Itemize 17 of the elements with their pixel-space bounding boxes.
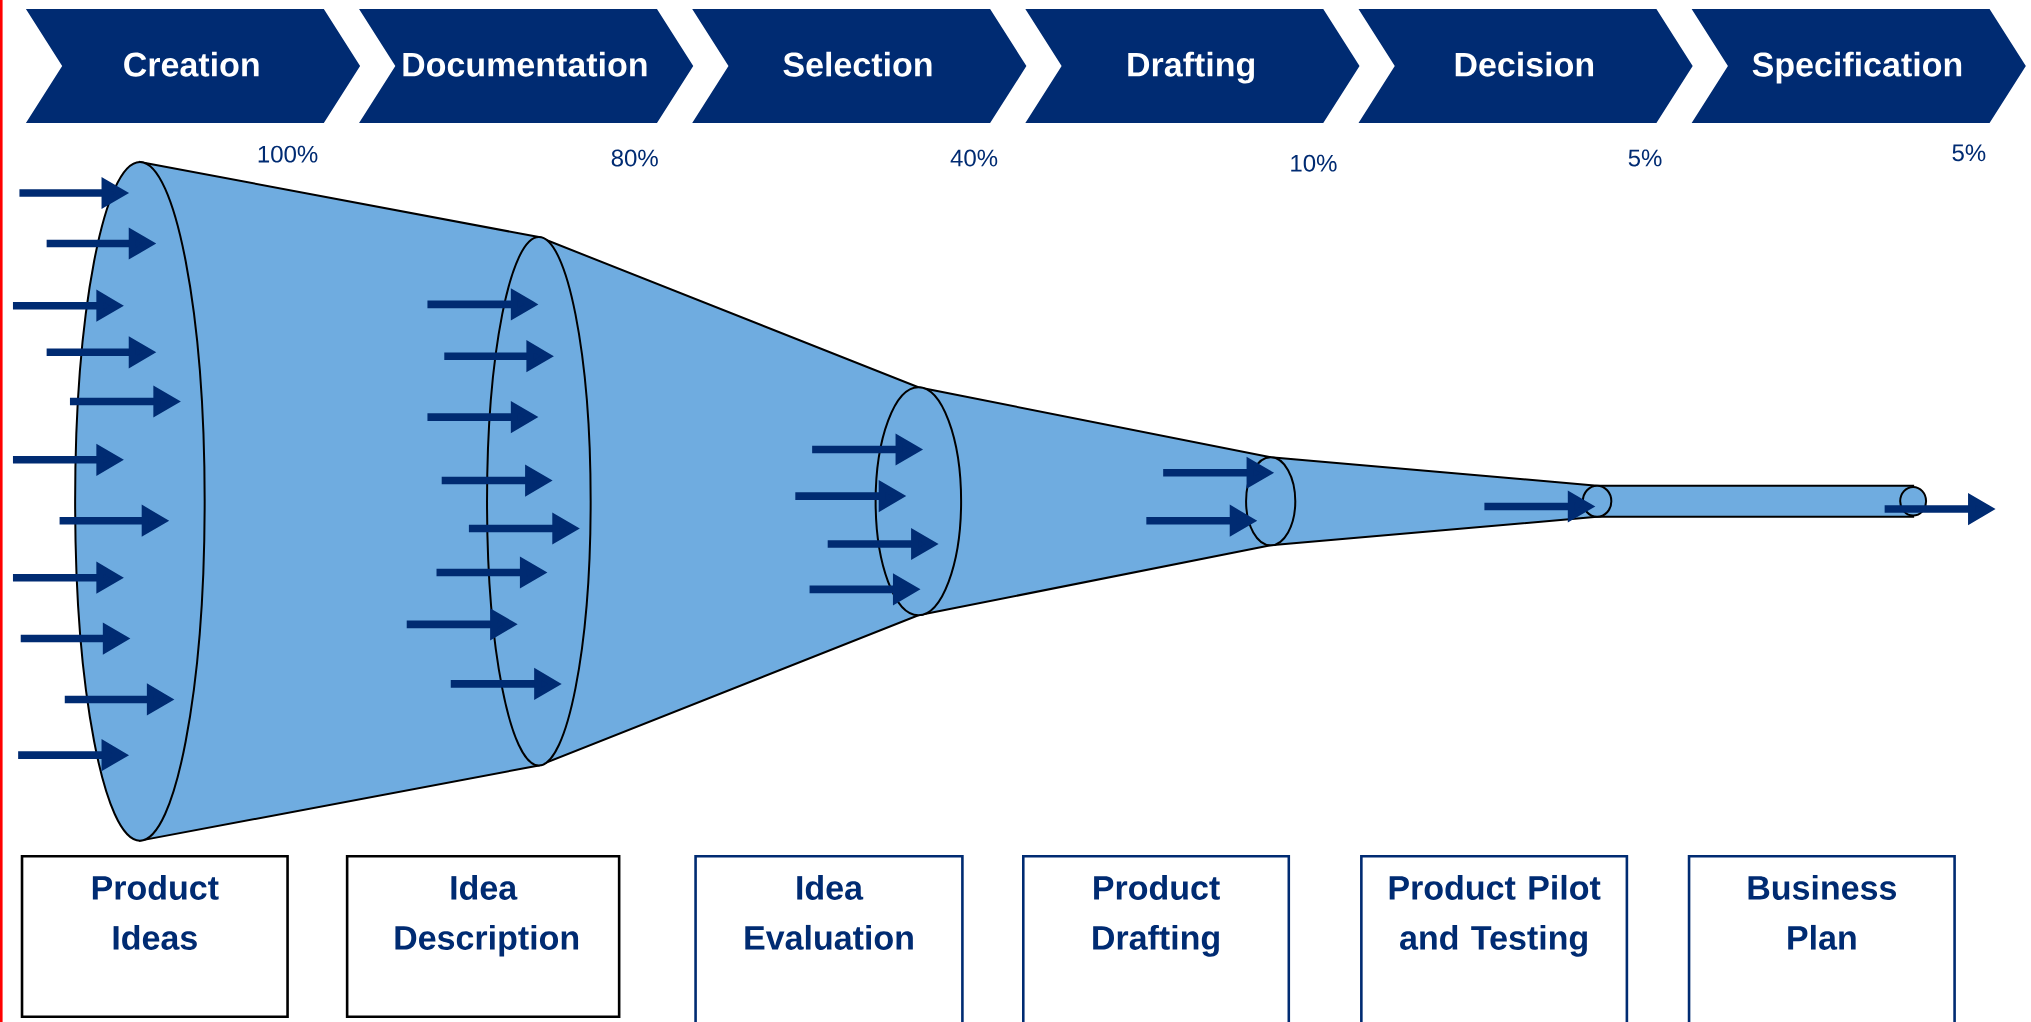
- stage-box: Idea Evaluation: [694, 854, 964, 1022]
- percentage-label: 40%: [950, 149, 998, 167]
- stage-box: Business Plan: [1687, 854, 1956, 1022]
- stage-box: Idea Description: [345, 854, 621, 1019]
- stage-banner: Drafting: [1025, 9, 1360, 124]
- stage-banner: Selection: [692, 9, 1027, 124]
- stage-box: Product Ideas: [20, 854, 289, 1019]
- stage-banner: Specification: [1691, 9, 2026, 124]
- percentage-label: 100%: [258, 145, 318, 163]
- stage-box: Product Drafting: [1022, 854, 1291, 1022]
- percentage-label: 5%: [1628, 149, 1662, 167]
- stage-banner: Documentation: [359, 9, 694, 124]
- percentage-label: 80%: [611, 149, 658, 167]
- stage-banner: Decision: [1358, 9, 1693, 124]
- stage-banner: Creation: [25, 9, 361, 124]
- stage-box: Product Pilot and Testing: [1360, 854, 1629, 1022]
- percentage-label: 10%: [1291, 154, 1337, 172]
